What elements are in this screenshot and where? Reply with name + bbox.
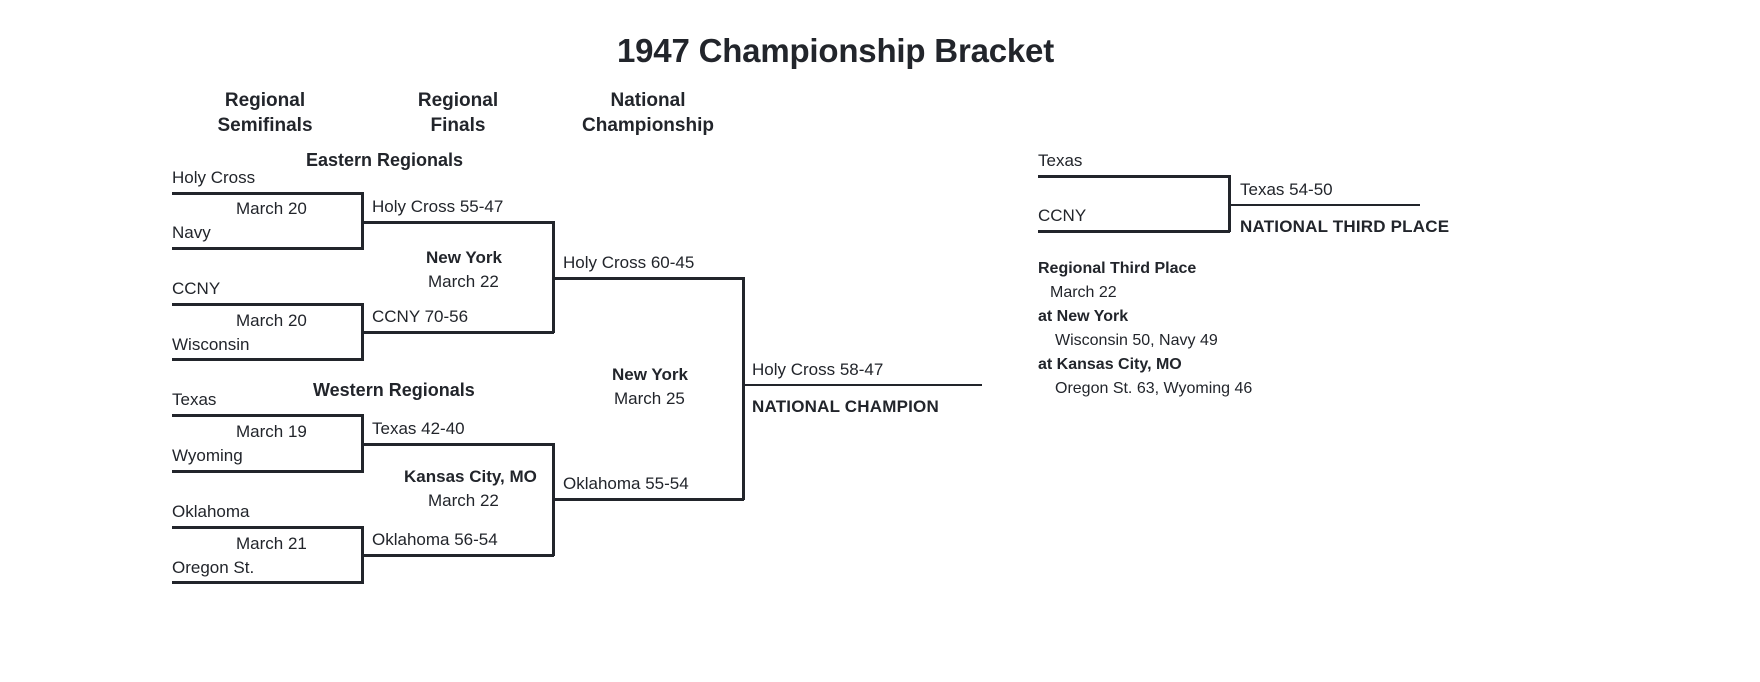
- regional-final-1-site: New York: [426, 248, 502, 267]
- semifinal-2-connector: [361, 303, 364, 361]
- third-place-top-rule: [1038, 175, 1230, 178]
- region-title-western: Western Regionals: [313, 380, 475, 400]
- national-championship-date: March 25: [614, 389, 685, 408]
- regional-final-1-date: March 22: [428, 272, 499, 291]
- semifinal-1-date: March 20: [236, 199, 307, 218]
- third-place-connector: [1228, 175, 1231, 232]
- regional-third-place-site-2: at Kansas City, MO: [1038, 356, 1182, 373]
- national-semifinal-1-result: Holy Cross 60-45: [563, 253, 695, 272]
- semifinal-3-bottom-team: Wyoming: [172, 446, 243, 465]
- third-place-result: Texas 54-50: [1240, 180, 1333, 199]
- semifinal-4-connector: [361, 526, 364, 584]
- semifinal-2-top-team: CCNY: [172, 279, 221, 298]
- regional-final-2-connector: [552, 443, 555, 556]
- semifinal-3-connector: [361, 414, 364, 472]
- national-champion-label: NATIONAL CHAMPION: [752, 397, 939, 416]
- third-place-result-rule: [1230, 204, 1420, 206]
- regional-final-1-connector: [552, 221, 555, 333]
- national-semifinal-2-result: Oklahoma 55-54: [563, 474, 689, 493]
- regional-final-1-bottom-rule: [364, 331, 554, 334]
- regional-final-1-top-rule: [364, 221, 554, 224]
- semifinal-1-top-team: Holy Cross: [172, 168, 256, 187]
- semifinal-4-date: March 21: [236, 534, 307, 553]
- regional-third-place-date: March 22: [1050, 284, 1117, 301]
- semifinal-4-top-team: Oklahoma: [172, 502, 250, 521]
- semifinal-3-top-rule: [172, 414, 364, 417]
- column-header-national-championship: National Championship: [582, 90, 714, 136]
- national-semifinal-1-rule: [554, 277, 744, 280]
- national-championship-site: New York: [612, 365, 688, 384]
- semifinal-3-date: March 19: [236, 422, 307, 441]
- semifinal-1-bottom-rule: [172, 247, 364, 250]
- third-place-label: NATIONAL THIRD PLACE: [1240, 217, 1450, 236]
- third-place-bottom-team: CCNY: [1038, 206, 1087, 225]
- column-header-regional-semifinals: Regional Semifinals: [217, 90, 313, 136]
- regional-third-place-site-1: at New York: [1038, 308, 1129, 325]
- third-place-top-team: Texas: [1038, 151, 1083, 170]
- regional-final-2-bottom-result: Oklahoma 56-54: [372, 530, 498, 549]
- regional-final-2-top-rule: [364, 443, 554, 446]
- semifinal-4-top-rule: [172, 526, 364, 529]
- semifinal-4-bottom-rule: [172, 581, 364, 584]
- national-championship-connector: [742, 277, 745, 500]
- regional-third-place-result-2: Oregon St. 63, Wyoming 46: [1055, 380, 1253, 397]
- national-champion-result: Holy Cross 58-47: [752, 360, 884, 379]
- region-title-eastern: Eastern Regionals: [306, 150, 464, 170]
- semifinal-4-bottom-team: Oregon St.: [172, 558, 255, 577]
- semifinal-1-bottom-team: Navy: [172, 223, 211, 242]
- semifinal-1-connector: [361, 192, 364, 250]
- regional-final-2-bottom-rule: [364, 554, 554, 557]
- page-title: 1947 Championship Bracket: [617, 32, 1054, 69]
- national-semifinal-2-rule: [554, 498, 744, 501]
- regional-final-1-top-result: Holy Cross 55-47: [372, 197, 504, 216]
- semifinal-3-bottom-rule: [172, 470, 364, 473]
- semifinal-2-date: March 20: [236, 311, 307, 330]
- regional-final-2-site: Kansas City, MO: [404, 467, 537, 486]
- national-champion-rule-top: [744, 384, 982, 386]
- semifinal-3-top-team: Texas: [172, 390, 217, 409]
- regional-final-1-bottom-result: CCNY 70-56: [372, 307, 469, 326]
- third-place-bottom-rule: [1038, 230, 1230, 233]
- regional-third-place-heading: Regional Third Place: [1038, 260, 1197, 277]
- regional-final-2-top-result: Texas 42-40: [372, 419, 465, 438]
- semifinal-2-top-rule: [172, 303, 364, 306]
- regional-third-place-result-1: Wisconsin 50, Navy 49: [1055, 332, 1218, 349]
- regional-final-2-date: March 22: [428, 491, 499, 510]
- semifinal-2-bottom-team: Wisconsin: [172, 335, 250, 354]
- semifinal-2-bottom-rule: [172, 358, 364, 361]
- semifinal-1-top-rule: [172, 192, 364, 195]
- column-header-regional-finals: Regional Finals: [417, 90, 499, 136]
